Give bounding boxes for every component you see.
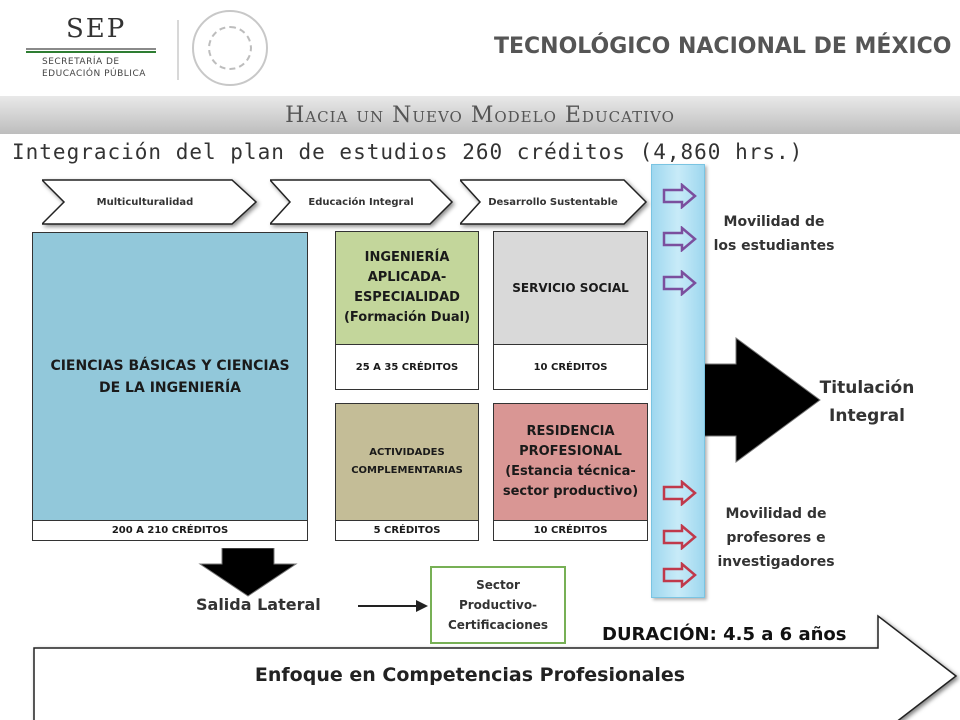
- sep-logo-line: [26, 48, 156, 50]
- mexico-seal-inner: [208, 26, 252, 70]
- sep-logo-text: SEP: [66, 14, 127, 44]
- arrow-right-icon: [358, 600, 428, 612]
- movilidad-profesores-text: Movilidad de profesores e investigadores: [717, 506, 835, 570]
- box-servicio-social: SERVICIO SOCIAL: [493, 231, 648, 345]
- credits-actividades: 5 CRÉDITOS: [335, 520, 479, 541]
- credits-ingenieria: 25 A 35 CRÉDITOS: [335, 344, 479, 390]
- chevron-desarrollo-sustentable: [460, 179, 648, 225]
- arrow-right-icon: [662, 226, 697, 252]
- banner-title: Hacia un Nuevo Modelo Educativo: [285, 103, 675, 128]
- enfoque-arrow-icon: [33, 614, 958, 720]
- banner: [0, 96, 960, 134]
- chevron-educacion-integral: [270, 179, 454, 225]
- down-arrow-icon: [198, 548, 298, 597]
- sep-subtitle-1: SECRETARÍA DE: [42, 57, 120, 67]
- salida-lateral-label: Salida Lateral: [196, 595, 321, 614]
- credits-ciencias: 200 A 210 CRÉDITOS: [32, 520, 308, 541]
- chevron-label: Multiculturalidad: [96, 196, 194, 208]
- chevron-label: Educación Integral: [308, 196, 414, 208]
- arrow-right-icon: [662, 562, 697, 588]
- arrow-right-icon: [662, 480, 697, 506]
- credits-servicio: 10 CRÉDITOS: [493, 344, 648, 390]
- duracion-text: DURACIÓN: 4.5 a 6 años: [602, 624, 847, 645]
- mexico-seal-icon: [192, 10, 268, 86]
- tecnm-title: TECNOLÓGICO NACIONAL DE MÉXICO: [494, 34, 952, 59]
- arrow-right-icon: [662, 524, 697, 550]
- arrow-right-icon: [662, 270, 697, 296]
- arrow-right-icon: [662, 183, 697, 209]
- titulacion-text: Titulación Integral: [819, 378, 915, 426]
- chevron-label: Desarrollo Sustentable: [488, 196, 618, 208]
- header-divider: [177, 20, 179, 80]
- box-ingenieria-aplicada: INGENIERÍA APLICADA-ESPECIALIDAD (Formac…: [335, 231, 479, 345]
- enfoque-text: Enfoque en Competencias Profesionales: [254, 664, 686, 686]
- sector-productivo-box: Sector Productivo-Certificaciones: [430, 566, 566, 644]
- page-header: [0, 0, 960, 100]
- movilidad-estudiantes-text: Movilidad de los estudiantes: [713, 214, 835, 254]
- box-actividades-complementarias: ACTIVIDADES COMPLEMENTARIAS: [335, 403, 479, 521]
- box-ciencias-basicas: CIENCIAS BÁSICAS Y CIENCIAS DE LA INGENI…: [32, 232, 308, 521]
- sep-subtitle-2: EDUCACIÓN PÚBLICA: [42, 69, 146, 79]
- chevron-multiculturalidad: [42, 179, 258, 225]
- sep-logo-line-green: [26, 51, 156, 53]
- page-title: Integración del plan de estudios 260 cré…: [12, 140, 804, 164]
- titulacion-arrow-icon: [700, 337, 821, 463]
- credits-residencia: 10 CRÉDITOS: [493, 520, 648, 541]
- box-residencia-profesional: RESIDENCIA PROFESIONAL (Estancia técnica…: [493, 403, 648, 521]
- movilidad-bar: [651, 164, 705, 598]
